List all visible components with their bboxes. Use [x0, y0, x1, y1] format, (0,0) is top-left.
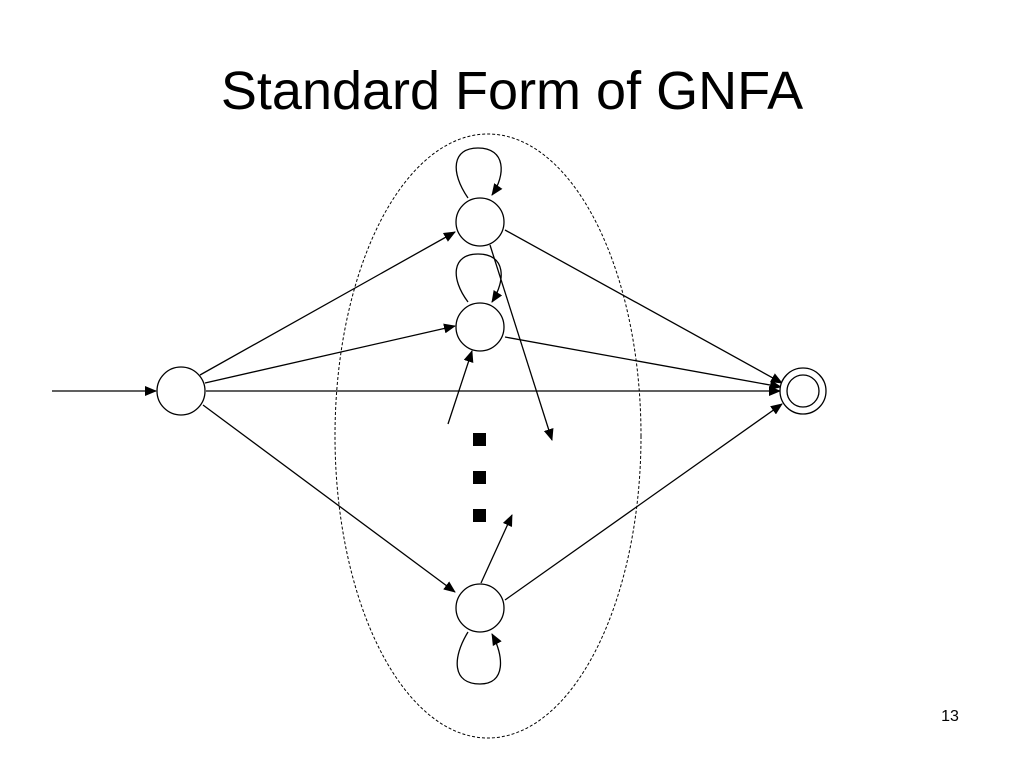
edge-q1-accept [504, 229, 783, 384]
edge-q1-down [489, 244, 554, 441]
ellipsis-dot [473, 433, 486, 446]
edge-qn-accept [504, 403, 783, 601]
state-qn [455, 583, 505, 633]
slide-title: Standard Form of GNFA [220, 61, 804, 121]
ellipsis-dot [473, 471, 486, 484]
edge-start-q1 [199, 231, 456, 376]
self-loop-q1 [455, 147, 503, 199]
state-start [156, 366, 206, 416]
edge-into-q2 [447, 350, 474, 425]
ellipsis-dot [473, 509, 486, 522]
edge-qn-up [480, 514, 513, 584]
state-q1 [455, 197, 505, 247]
edge-start-qn [202, 404, 456, 593]
self-loop-qn [456, 631, 502, 685]
edge-q2-accept [504, 336, 782, 390]
state-q2 [455, 302, 505, 352]
state-accept [779, 367, 827, 415]
inner-states-region [334, 133, 642, 739]
edge-start-q2 [204, 323, 456, 384]
page-number: 13 [941, 708, 959, 725]
self-loop-q2 [455, 253, 503, 303]
